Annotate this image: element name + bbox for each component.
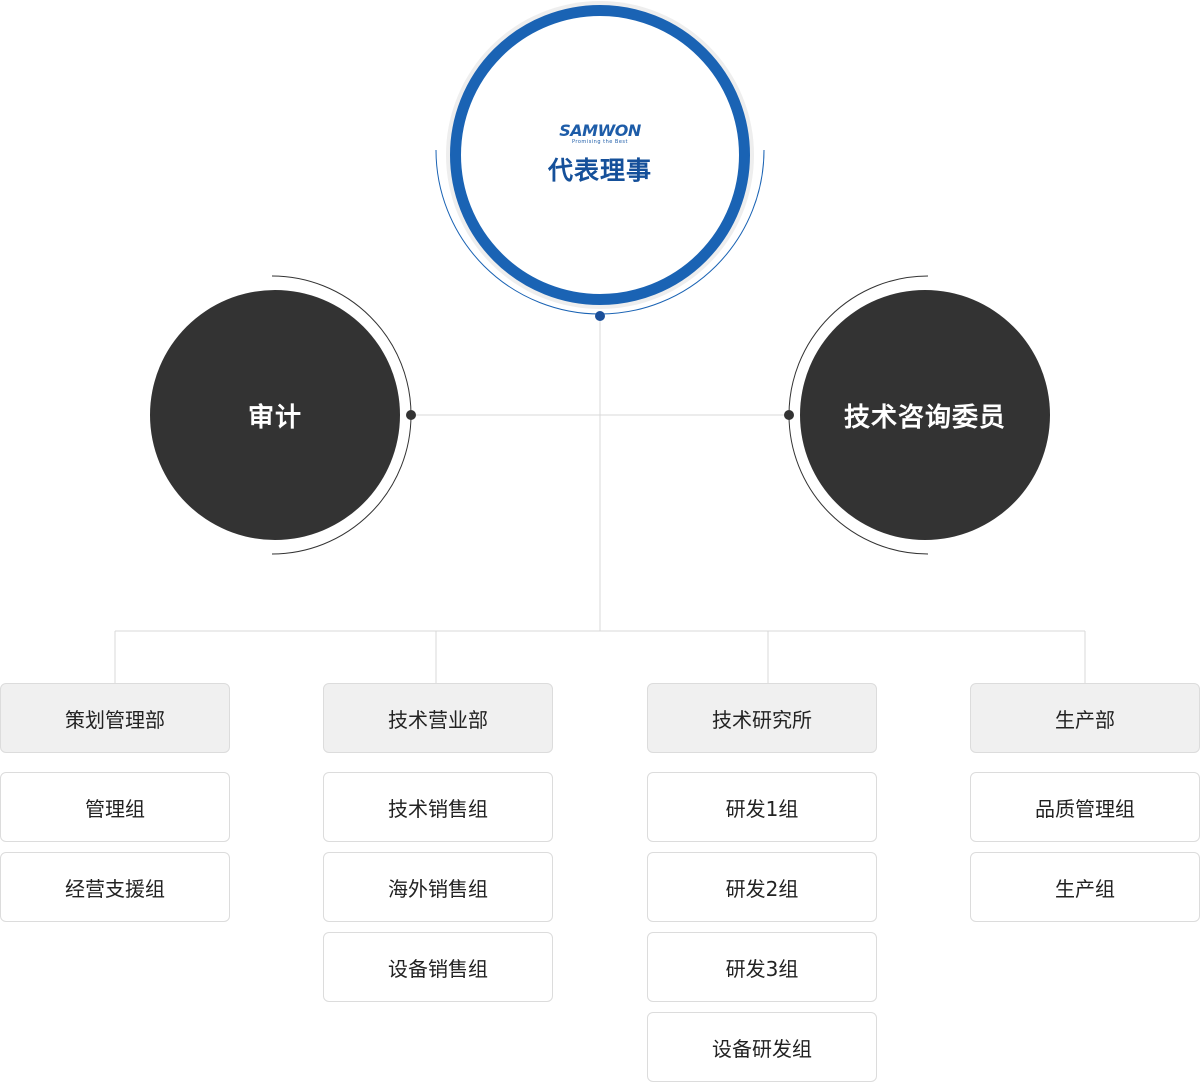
department-label: 技术研究所: [712, 707, 812, 732]
team-box: 研发2组: [647, 852, 877, 922]
department-box: 生产部: [970, 683, 1200, 753]
team-label: 设备销售组: [388, 956, 488, 981]
ceo-node: SAMWON Promising the Best 代表理事: [450, 5, 750, 305]
department-box: 策划管理部: [0, 683, 230, 753]
audit-dot: [406, 410, 416, 420]
department-label: 技术营业部: [388, 707, 488, 732]
department-label: 策划管理部: [65, 707, 165, 732]
advisory-dot: [784, 410, 794, 420]
team-label: 技术销售组: [388, 796, 488, 821]
department-box: 技术营业部: [323, 683, 553, 753]
team-label: 海外销售组: [388, 876, 488, 901]
team-label: 生产组: [1055, 876, 1115, 901]
department-box: 技术研究所: [647, 683, 877, 753]
team-label: 管理组: [85, 796, 145, 821]
team-label: 研发1组: [725, 796, 799, 821]
team-box: 海外销售组: [323, 852, 553, 922]
samwon-logo: SAMWON Promising the Best: [559, 121, 641, 145]
ceo-title: 代表理事: [547, 156, 652, 185]
team-label: 研发3组: [725, 956, 799, 981]
team-box: 设备研发组: [647, 1012, 877, 1082]
team-box: 经营支援组: [0, 852, 230, 922]
team-label: 品质管理组: [1035, 796, 1135, 821]
advisory-node: 技术咨询委员: [800, 290, 1050, 540]
team-box: 生产组: [970, 852, 1200, 922]
audit-node: 审计: [150, 290, 400, 540]
team-box: 研发1组: [647, 772, 877, 842]
team-box: 品质管理组: [970, 772, 1200, 842]
advisory-label: 技术咨询委员: [843, 402, 1006, 433]
department-label: 生产部: [1055, 707, 1115, 732]
team-box: 设备销售组: [323, 932, 553, 1002]
team-label: 设备研发组: [712, 1036, 812, 1061]
team-label: 研发2组: [725, 876, 799, 901]
team-label: 经营支援组: [65, 876, 165, 901]
ceo-dot: [595, 311, 605, 321]
team-box: 技术销售组: [323, 772, 553, 842]
team-box: 研发3组: [647, 932, 877, 1002]
audit-label: 审计: [247, 402, 302, 433]
team-box: 管理组: [0, 772, 230, 842]
